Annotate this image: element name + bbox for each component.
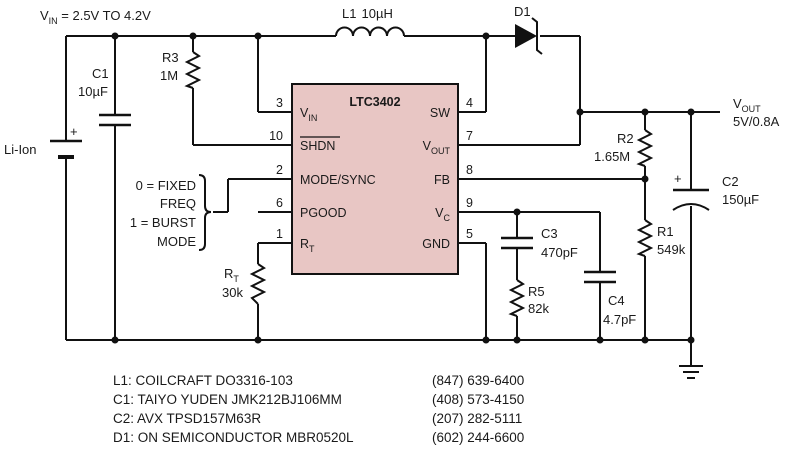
rt-value: 30k xyxy=(222,285,243,300)
junction-dots xyxy=(111,32,695,344)
capacitor-c3-symbol xyxy=(501,236,533,250)
ic-body xyxy=(291,83,459,275)
bom-phone: (847) 639-6400 xyxy=(432,373,524,388)
pin-shdn-label: SHDN xyxy=(300,139,335,153)
battery-symbol xyxy=(50,139,82,159)
inductor-l1-symbol xyxy=(335,26,405,37)
pin-vin-label: VIN xyxy=(300,106,317,123)
r1-ref: R1 xyxy=(657,224,674,239)
pin-sw-label: SW xyxy=(430,106,450,120)
pin-gnd-label: GND xyxy=(422,237,450,251)
capacitor-c2-symbol xyxy=(672,188,710,211)
battery-plus: + xyxy=(70,124,78,139)
r2-value: 1.65M xyxy=(594,149,630,164)
mode-note-line-1: 0 = FIXED xyxy=(136,178,196,193)
ic-name: LTC3402 xyxy=(349,95,400,109)
ground-icon xyxy=(679,365,703,379)
r3-ref: R3 xyxy=(162,50,179,65)
c2-ref: C2 xyxy=(722,174,739,189)
bom-phone: (602) 244-6600 xyxy=(432,430,524,445)
bom-part: C1: TAIYO YUDEN JMK212BJ106MM xyxy=(113,392,342,407)
pin-vin-number: 3 xyxy=(276,96,283,110)
mode-note-line-2: FREQ xyxy=(160,196,196,211)
capacitor-c1-symbol xyxy=(99,113,131,127)
d1-label: D1 xyxy=(514,4,531,19)
wires xyxy=(65,35,720,366)
pin-vout-label: VOUT xyxy=(423,139,451,156)
bill-of-materials: L1: COILCRAFT DO3316-103 (847) 639-6400 … xyxy=(113,373,524,445)
resistor-r2-symbol xyxy=(636,129,654,167)
pin-fb-number: 8 xyxy=(466,163,473,177)
c1-value: 10µF xyxy=(78,84,108,99)
pin-vout-number: 7 xyxy=(466,129,473,143)
r1-value: 549k xyxy=(657,242,686,257)
pin-sw-number: 4 xyxy=(466,96,473,110)
capacitor-c4-symbol xyxy=(584,270,616,284)
mode-note-line-3: 1 = BURST xyxy=(130,215,196,230)
battery-label: Li-Ion xyxy=(4,142,37,157)
bom-part: L1: COILCRAFT DO3316-103 xyxy=(113,373,293,388)
pin-shdn-number: 10 xyxy=(269,129,283,143)
rt-ref: RT xyxy=(224,266,239,284)
c2-value: 150µF xyxy=(722,192,759,207)
output-voltage-label: VOUT xyxy=(733,96,761,114)
pin-rt-label: RT xyxy=(300,237,315,254)
pin-gnd-number: 5 xyxy=(466,227,473,241)
mode-note-line-4: MODE xyxy=(157,234,196,249)
resistor-r3-symbol xyxy=(184,51,202,89)
r5-value: 82k xyxy=(528,301,549,316)
output-voltage-value: 5V/0.8A xyxy=(733,114,780,129)
bom-part: D1: ON SEMICONDUCTOR MBR0520L xyxy=(113,430,354,445)
pin-fb-label: FB xyxy=(434,173,450,187)
c4-ref: C4 xyxy=(608,293,625,308)
pin-rt-number: 1 xyxy=(276,227,283,241)
input-voltage-label: VIN = 2.5V TO 4.2V xyxy=(40,8,151,26)
c1-ref: C1 xyxy=(92,66,109,81)
pin-pgood-number: 6 xyxy=(276,196,283,210)
resistor-r1-symbol xyxy=(636,219,654,257)
pin-pgood-label: PGOOD xyxy=(300,206,347,220)
c3-value: 470pF xyxy=(541,245,578,260)
pin-vc-label: VC xyxy=(435,206,450,223)
c4-value: 4.7pF xyxy=(603,312,636,327)
pin-vc-number: 9 xyxy=(466,196,473,210)
bom-phone: (408) 573-4150 xyxy=(432,392,524,407)
resistor-r5-symbol xyxy=(508,279,526,317)
c2-plus: + xyxy=(674,171,682,186)
diode-d1-symbol xyxy=(515,17,543,55)
mode-brace xyxy=(198,174,212,251)
pin-mode-number: 2 xyxy=(276,163,283,177)
pin-mode-label: MODE/SYNC xyxy=(300,173,376,187)
c3-ref: C3 xyxy=(541,226,558,241)
r5-ref: R5 xyxy=(528,284,545,299)
bom-phone: (207) 282-5111 xyxy=(432,411,522,426)
r3-value: 1M xyxy=(160,68,178,83)
r2-ref: R2 xyxy=(617,131,634,146)
bom-part: C2: AVX TPSD157M63R xyxy=(113,411,261,426)
resistor-rt-symbol xyxy=(249,263,267,305)
